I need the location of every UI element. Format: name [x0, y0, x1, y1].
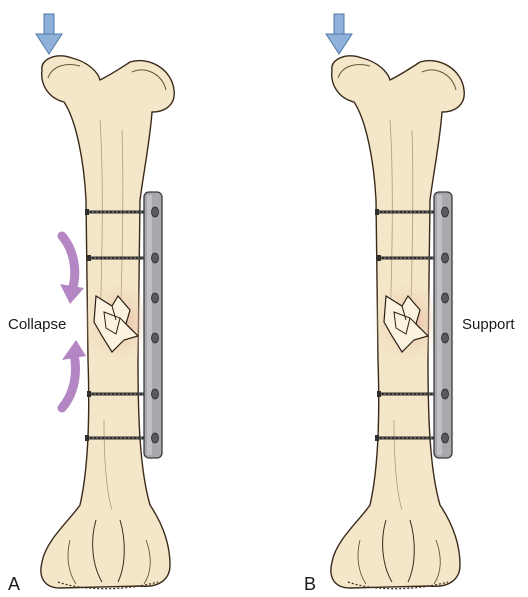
support-label: Support	[462, 316, 515, 333]
panel-a	[36, 14, 174, 589]
down-arrow-icon	[36, 14, 62, 54]
plate-a	[144, 192, 162, 458]
panel-b	[326, 14, 464, 589]
panel-a-letter: A	[8, 574, 20, 595]
down-arrow-icon	[326, 14, 352, 54]
panel-b-letter: B	[304, 574, 316, 595]
collapse-label: Collapse	[8, 316, 66, 333]
curved-arrow-icon	[62, 340, 86, 408]
plate-b	[434, 192, 452, 458]
curved-arrow-icon	[60, 236, 84, 304]
